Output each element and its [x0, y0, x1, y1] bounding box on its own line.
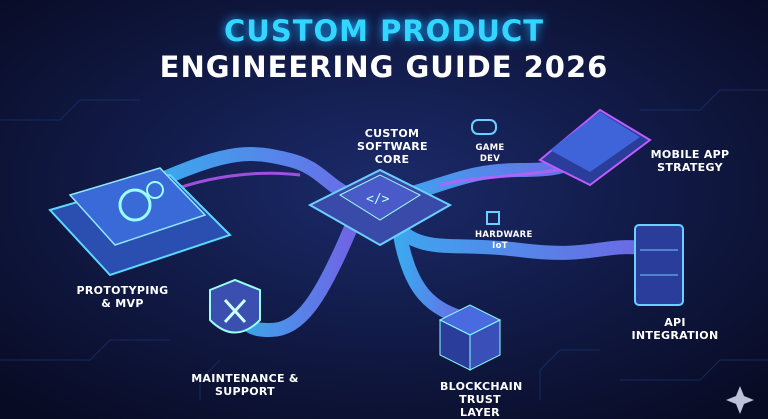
label-mobile: MOBILE APP STRATEGY [650, 148, 730, 174]
label-api: API INTEGRATION [631, 316, 719, 342]
shield-icon [209, 278, 261, 334]
label-core: CUSTOM SOFTWARE CORE [357, 127, 428, 166]
svg-text:</>: </> [366, 192, 390, 207]
server-icon [634, 224, 684, 306]
label-prototyping: PROTOTYPING & MVP [76, 284, 169, 310]
title-line-2: ENGINEERING GUIDE 2026 [159, 50, 609, 84]
label-hardware: HARDWARE IoT [475, 230, 533, 251]
phone-icon [538, 108, 652, 187]
circuit-traces [0, 89, 768, 400]
label-blockchain: BLOCKCHAIN TRUST LAYER [440, 380, 523, 419]
microchip-icon [486, 211, 500, 225]
prototyping-blueprint-icon [48, 167, 232, 277]
label-game-dev: GAME DEV [475, 143, 505, 164]
gamepad-icon [471, 119, 497, 135]
sparkle-icon [726, 386, 754, 414]
core-chip-icon: </> [307, 168, 453, 247]
label-maintenance: MAINTENANCE & SUPPORT [191, 372, 299, 398]
title-line-1: CUSTOM PRODUCT [223, 14, 545, 48]
blockchain-cube-icon [438, 304, 502, 371]
